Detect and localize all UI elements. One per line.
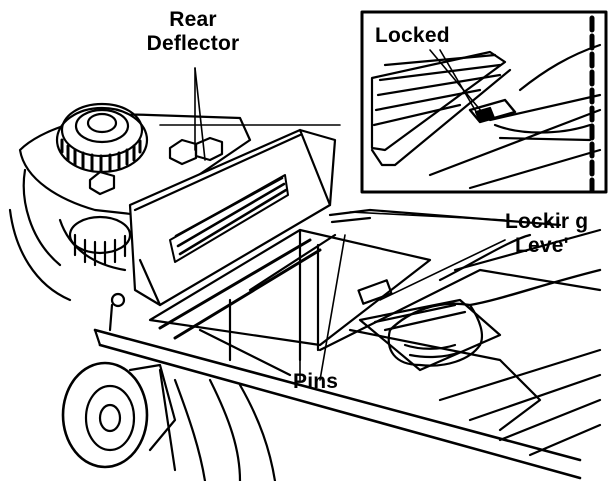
bolt-heads xyxy=(88,136,224,196)
rear-wheel xyxy=(61,361,177,469)
engine-housing xyxy=(8,113,252,302)
grass-bag xyxy=(158,368,277,481)
handle-bar xyxy=(93,292,582,480)
hand xyxy=(387,228,602,367)
locked-label: Locked xyxy=(375,24,450,47)
rear-deflector-label-line1: Rear xyxy=(169,8,217,31)
rear-deflector-label-line2: Deflector xyxy=(146,32,240,55)
locking-lever-label-line2: Leve' xyxy=(515,234,569,257)
pins-label: Pins xyxy=(293,370,339,393)
deck-surface xyxy=(318,268,602,457)
leader-lines xyxy=(159,49,506,381)
fuel-cap xyxy=(55,102,149,174)
locked-detail-inset xyxy=(360,10,608,194)
rear-deflector-label: Rear Deflector xyxy=(128,8,258,56)
locking-lever-label: Lockir g Leve' xyxy=(505,210,588,258)
locking-lever-label-line1: Lockir g xyxy=(505,210,589,233)
rear-deflector xyxy=(128,128,337,307)
